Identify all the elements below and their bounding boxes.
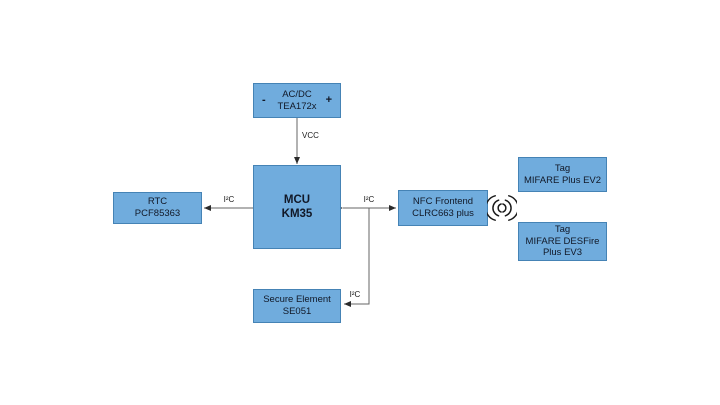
block-label-line3: Plus EV3 — [542, 247, 583, 259]
block-label-line1: Secure Element — [263, 294, 331, 306]
wire-label-i2c-secure-element: I²C — [349, 290, 361, 299]
block-tag-mifare-plus-ev2: Tag MIFARE Plus EV2 — [518, 157, 607, 192]
block-label-line2: TEA172x — [277, 100, 317, 112]
block-label-line1: RTC — [147, 196, 168, 208]
plus-terminal-label: + — [325, 93, 332, 106]
block-label-line1: NFC Frontend — [412, 196, 474, 208]
block-label-line1: AC/DC — [282, 88, 312, 100]
rf-waves-icon — [487, 195, 517, 221]
block-label-line2: CLRC663 plus — [412, 208, 474, 219]
block-label-line1: Tag — [554, 224, 571, 236]
block-mcu: MCU KM35 — [253, 165, 341, 249]
wire-label-i2c-rtc: I²C — [223, 195, 235, 204]
block-label-line2: SE051 — [282, 306, 312, 317]
block-label-line1: Tag — [554, 162, 571, 174]
wire-label-i2c-nfc: I²C — [363, 195, 375, 204]
minus-terminal-label: - — [262, 93, 266, 106]
block-rtc: RTC PCF85363 — [113, 192, 202, 224]
block-label-line2: MIFARE DESFire — [525, 235, 600, 247]
block-label-line2: PCF85363 — [134, 208, 181, 219]
block-secure-element: Secure Element SE051 — [253, 289, 341, 323]
wire-label-vcc: VCC — [302, 131, 319, 140]
block-label-line1: MCU — [283, 193, 311, 206]
block-nfc-frontend: NFC Frontend CLRC663 plus — [398, 190, 488, 226]
block-label-line2: MIFARE Plus EV2 — [523, 174, 602, 186]
block-tag-mifare-desfire-ev3: Tag MIFARE DESFire Plus EV3 — [518, 222, 607, 261]
block-label-line2: KM35 — [281, 208, 313, 220]
block-acdc-converter: - AC/DC TEA172x + — [253, 83, 341, 118]
